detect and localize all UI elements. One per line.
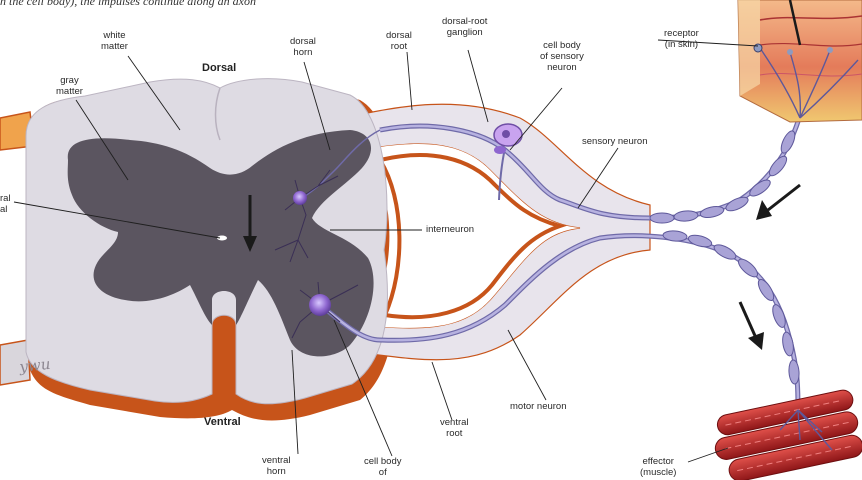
label-dorsal: Dorsal bbox=[202, 62, 237, 74]
nerve-trunk bbox=[344, 103, 651, 361]
central-canal bbox=[217, 235, 227, 241]
skin-block bbox=[737, 0, 862, 123]
muscle-effector bbox=[714, 389, 862, 480]
label-sensory-neuron: sensory neuron bbox=[582, 136, 648, 147]
myelin-segments bbox=[649, 130, 800, 385]
label-motor-neuron: motor neuron bbox=[510, 401, 567, 412]
leader-lines bbox=[13, 39, 759, 463]
artist-signature: ywu bbox=[18, 355, 52, 376]
label-receptor: receptor(in skin) bbox=[664, 28, 699, 50]
motor-neuron-fiber bbox=[318, 233, 801, 411]
neuron-cells bbox=[274, 169, 359, 339]
label-ventral: Ventral bbox=[204, 416, 241, 428]
label-interneuron: interneuron bbox=[426, 224, 475, 235]
label-effector: effector(muscle) bbox=[640, 456, 677, 478]
caption-text: n the cell body), the impulses continue … bbox=[0, 0, 256, 8]
interneuron-cell-body bbox=[293, 191, 307, 205]
motor-neuron-cell-body bbox=[309, 294, 331, 316]
impulse-arrows bbox=[243, 183, 801, 350]
receptor bbox=[753, 43, 763, 53]
